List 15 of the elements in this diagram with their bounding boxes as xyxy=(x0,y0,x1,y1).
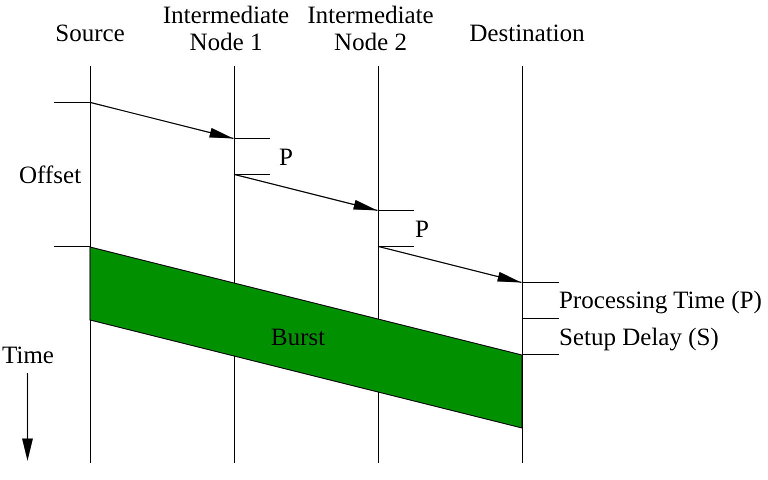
arrow xyxy=(378,246,522,284)
column-heading: Destination xyxy=(469,20,585,47)
column-heading: Intermediate Node 2 xyxy=(306,2,435,56)
interval-label: Offset xyxy=(19,162,82,189)
interval-label: P xyxy=(279,144,293,171)
burst-band xyxy=(90,246,522,428)
column-heading: Intermediate Node 1 xyxy=(162,2,290,56)
arrow xyxy=(234,174,378,212)
band-label: Burst xyxy=(270,324,326,351)
arrow xyxy=(90,102,234,140)
interval-label: Setup Delay (S) xyxy=(559,324,719,351)
axis-label: Time xyxy=(2,342,54,369)
column-heading: Source xyxy=(55,20,125,47)
interval-label: Processing Time (P) xyxy=(559,287,762,314)
interval-label: P xyxy=(415,216,429,243)
